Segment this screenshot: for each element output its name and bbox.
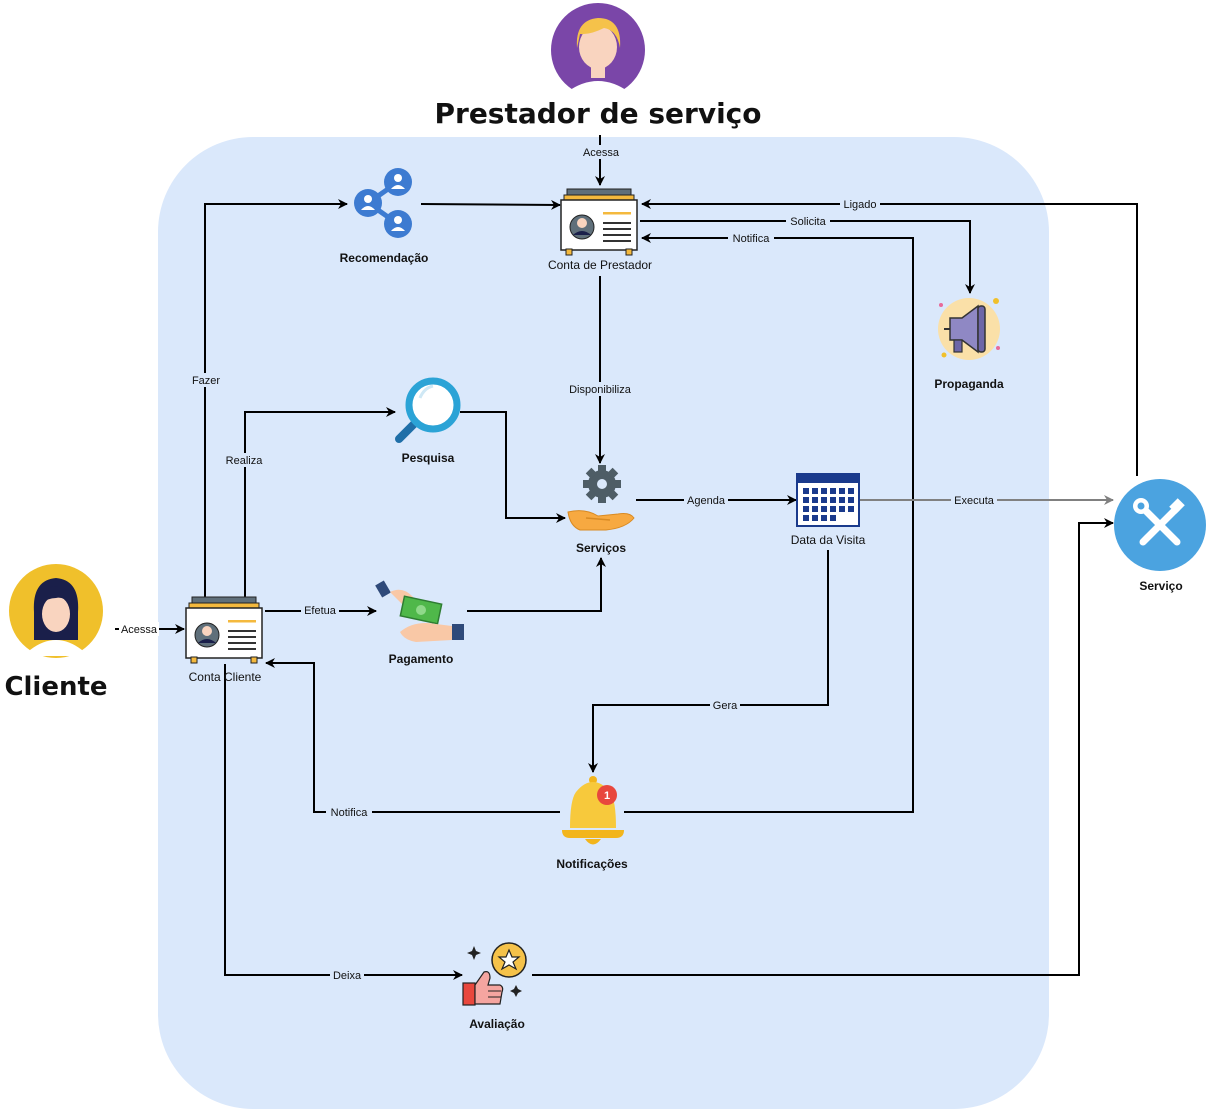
label-deixa: Deixa xyxy=(333,970,362,982)
label-agenda: Agenda xyxy=(687,495,726,507)
node-label-servico: Serviço xyxy=(1139,579,1182,593)
notification-count: 1 xyxy=(604,790,610,802)
megaphone-icon[interactable] xyxy=(938,298,1000,360)
label-solicita: Solicita xyxy=(790,216,826,228)
edge-pesquisa-servicos xyxy=(460,411,566,523)
client-title: Cliente xyxy=(4,672,107,702)
system-boundary xyxy=(158,137,1049,1109)
label-notifica-prestador: Notifica xyxy=(733,233,771,245)
edge-notifica-cliente xyxy=(265,658,560,813)
node-label-avaliacao: Avaliação xyxy=(469,1017,525,1031)
node-label-recomendacao: Recomendação xyxy=(340,251,429,265)
conta-cliente-card-icon[interactable] xyxy=(185,596,263,664)
node-label-propaganda: Propaganda xyxy=(934,377,1004,391)
edge-recomendacao-conta xyxy=(420,199,561,210)
edge-fazer xyxy=(204,199,348,598)
edge-solicita xyxy=(640,220,975,294)
label-acessa-cliente: Acessa xyxy=(121,624,158,636)
label-fazer: Fazer xyxy=(192,375,220,387)
notification-badge: 1 xyxy=(597,785,617,805)
calendar-icon[interactable] xyxy=(796,473,860,527)
node-label-data-visita: Data da Visita xyxy=(791,533,866,547)
node-label-notificacoes: Notificações xyxy=(556,857,628,871)
node-label-conta-cliente: Conta Cliente xyxy=(189,670,262,684)
edge-labels: Acessa Ligado Solicita Notifica Disponib… xyxy=(119,145,997,982)
search-icon[interactable] xyxy=(395,377,461,443)
payment-hands-icon[interactable] xyxy=(375,580,464,642)
label-realiza: Realiza xyxy=(226,455,264,467)
label-executa: Executa xyxy=(954,495,995,507)
node-label-pagamento: Pagamento xyxy=(389,652,454,666)
wrench-screwdriver-icon[interactable] xyxy=(1114,479,1206,571)
gear-hand-icon[interactable] xyxy=(567,465,635,531)
edge-avaliacao-servico xyxy=(532,518,1114,976)
label-gera: Gera xyxy=(713,700,738,712)
node-label-servicos: Serviços xyxy=(576,541,626,555)
edge-ligado xyxy=(641,199,1138,476)
share-network-icon[interactable] xyxy=(354,168,412,238)
label-acessa-prestador: Acessa xyxy=(583,147,620,159)
provider-title: Prestador de serviço xyxy=(434,97,761,130)
edge-deixa xyxy=(224,664,463,980)
node-label-pesquisa: Pesquisa xyxy=(402,451,455,465)
node-label-conta-prestador: Conta de Prestador xyxy=(548,258,652,272)
edge-pagamento-servicos xyxy=(467,557,606,612)
client-avatar-icon xyxy=(9,564,103,658)
label-disponibiliza: Disponibiliza xyxy=(569,384,632,396)
thumbs-up-star-icon[interactable] xyxy=(462,942,527,1006)
label-ligado: Ligado xyxy=(843,199,876,211)
edge-realiza xyxy=(244,407,396,598)
label-notifica-cliente: Notifica xyxy=(331,807,369,819)
conta-prestador-card-icon[interactable] xyxy=(560,188,638,256)
edge-notifica-prestador xyxy=(624,233,914,813)
provider-avatar-icon xyxy=(551,3,645,97)
label-efetua: Efetua xyxy=(304,605,337,617)
